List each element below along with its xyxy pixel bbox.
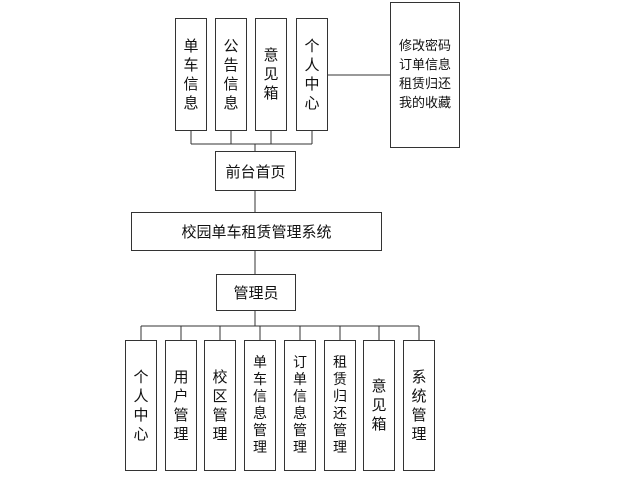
admin-module-order-info-management: 订单信息管理 bbox=[284, 340, 316, 471]
feature-rent-return: 租赁归还 bbox=[398, 77, 451, 92]
system-label: 校园单车租赁管理系统 bbox=[181, 223, 332, 241]
front-module-announcements: 公告信息 bbox=[215, 18, 247, 131]
admin-module-system-management-label: 系统管理 bbox=[411, 367, 427, 443]
front-module-personal-center-label: 个人中心 bbox=[304, 36, 320, 112]
admin-module-user-management-label: 用户管理 bbox=[173, 367, 189, 443]
admin-module-personal-center: 个人中心 bbox=[125, 340, 157, 471]
front-home-box: 前台首页 bbox=[215, 151, 296, 191]
admin-module-rent-return-management-label: 租赁归还管理 bbox=[333, 354, 347, 456]
admin-box: 管理员 bbox=[216, 274, 296, 311]
front-home-label: 前台首页 bbox=[225, 162, 286, 181]
admin-module-system-management: 系统管理 bbox=[403, 340, 435, 471]
admin-module-rent-return-management: 租赁归还管理 bbox=[324, 340, 356, 471]
admin-module-bike-info-management-label: 单车信息管理 bbox=[253, 354, 267, 456]
admin-module-user-management: 用户管理 bbox=[165, 340, 197, 471]
admin-module-campus-management-label: 校区管理 bbox=[212, 367, 228, 443]
system-box: 校园单车租赁管理系统 bbox=[131, 212, 382, 251]
admin-module-suggestion-box: 意见箱 bbox=[363, 340, 395, 471]
feature-my-favorites: 我的收藏 bbox=[398, 96, 451, 111]
admin-module-bike-info-management: 单车信息管理 bbox=[244, 340, 276, 471]
admin-module-suggestion-box-label: 意见箱 bbox=[371, 377, 387, 433]
front-module-suggestion-box-label: 意见箱 bbox=[263, 46, 279, 102]
admin-module-personal-center-label: 个人中心 bbox=[133, 367, 149, 443]
front-module-personal-center: 个人中心 bbox=[296, 18, 328, 131]
front-module-bike-info: 单车信息 bbox=[175, 18, 207, 131]
front-module-bike-info-c1: 单车信息 bbox=[183, 36, 199, 112]
admin-module-order-info-management-label: 订单信息管理 bbox=[293, 354, 307, 456]
feature-change-password: 修改密码 bbox=[398, 39, 451, 54]
feature-order-info: 订单信息 bbox=[398, 58, 451, 73]
personal-center-features-box: 修改密码 订单信息 租赁归还 我的收藏 bbox=[390, 2, 460, 148]
admin-module-campus-management: 校区管理 bbox=[204, 340, 236, 471]
admin-label: 管理员 bbox=[233, 284, 279, 302]
front-module-announcements-label: 公告信息 bbox=[223, 36, 239, 112]
front-module-suggestion-box: 意见箱 bbox=[255, 18, 287, 131]
